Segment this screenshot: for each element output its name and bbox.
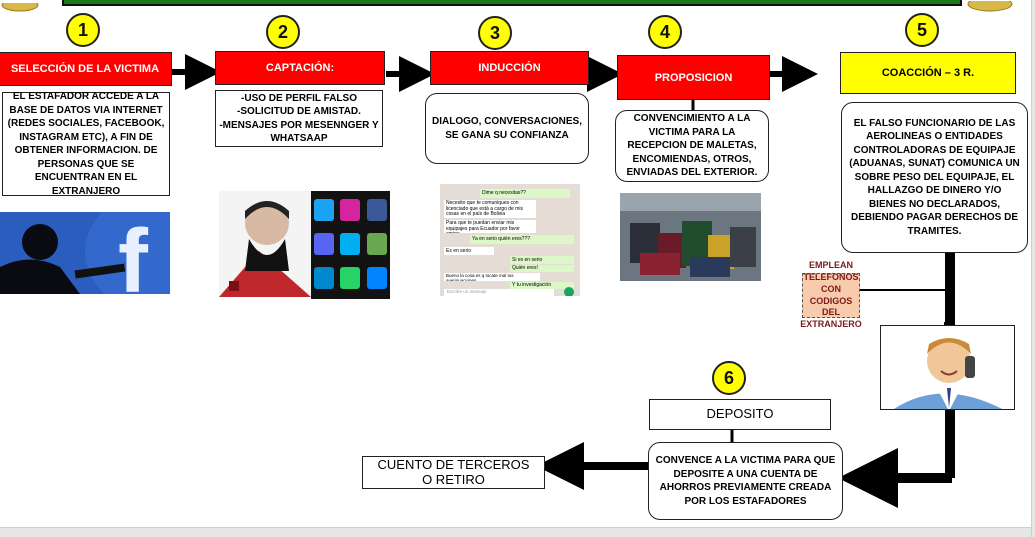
step-3-title: INDUCCIÓN (430, 51, 589, 85)
final-box-third-party-account: CUENTO DE TERCEROS O RETIRO (362, 456, 545, 489)
chat-msg: Es en serio (444, 247, 494, 255)
telegram-icon (314, 267, 334, 289)
step-2-line-2: -SOLICITUD DE AMISTAD. (237, 106, 361, 117)
step-5-image-phone-man (880, 325, 1015, 410)
step-5-description: EL FALSO FUNCIONARIO DE LAS AEROLINEAS O… (841, 102, 1028, 253)
chat-msg: Necesito que te comuniques con licenciad… (444, 200, 536, 218)
step-2-image-social-apps (311, 191, 390, 299)
chat-input: Escribe un mensaje (444, 289, 554, 296)
crest-emblem-left (0, 0, 40, 12)
chat-msg: Y tu investigación (510, 282, 574, 289)
step-4-image-luggage (620, 193, 761, 281)
skype-icon (340, 233, 360, 255)
header-bar (62, 0, 962, 6)
step-3-number: 3 (478, 16, 512, 50)
step-5-number: 5 (905, 13, 939, 47)
step-1-image-facebook: f (0, 212, 170, 294)
step-2-image-hacker (219, 191, 311, 297)
step-4-title: PROPOSICION (617, 55, 770, 100)
step-2-title: CAPTACIÓN: (215, 51, 385, 85)
whatsapp-icon (340, 267, 360, 289)
chat-msg: Si es en serio (510, 256, 574, 264)
step-6-number: 6 (712, 361, 746, 395)
chat-msg: Bueno la cosa es q tocate mal tus averig… (444, 273, 540, 281)
step-2-number: 2 (266, 15, 300, 49)
step-5-title: COACCIÓN – 3 R. (840, 52, 1016, 94)
chat-msg: Dime q necesitas?? (480, 189, 570, 198)
step-1-number: 1 (66, 13, 100, 47)
step-2-description: -USO DE PERFIL FALSO -SOLICITUD DE AMIST… (215, 90, 383, 147)
chat-msg: Para que te puedan enviar mis equipajes … (444, 220, 536, 233)
step-4-number: 4 (648, 15, 682, 49)
step-2-line-1: -USO DE PERFIL FALSO (241, 92, 357, 104)
facebook-icon (367, 199, 387, 221)
step-1-title: SELECCIÓN DE LA VICTIMA (0, 52, 172, 86)
chat-msg: Ya en serio quién eres??? (470, 235, 574, 244)
step-6-title: DEPOSITO (649, 399, 831, 430)
step-6-description: CONVENCE A LA VICTIMA PARA QUE DEPOSITE … (648, 442, 843, 520)
crest-emblem-right (965, 0, 1015, 12)
instagram-icon (340, 199, 360, 221)
note-foreign-phones: EMPLEAN TELEFONOS CON CODIGOS DEL EXTRAN… (800, 260, 862, 329)
chat-msg: Quién eres! (510, 265, 574, 272)
discord-icon (314, 233, 334, 255)
twitter-icon (314, 199, 334, 221)
step-1-description: EL ESTAFADOR ACCEDE A LA BASE DE DATOS V… (2, 91, 170, 197)
send-icon (564, 287, 574, 296)
line-icon (367, 233, 387, 255)
messenger-icon (367, 267, 387, 289)
step-3-description: DIALOGO, CONVERSACIONES, SE GANA SU CONF… (425, 93, 589, 164)
step-4-description: CONVENCIMIENTO A LA VICTIMA PARA LA RECE… (615, 110, 769, 182)
page-bottom-border (0, 527, 1035, 537)
step-3-image-chat: Dime q necesitas?? Necesito que te comun… (440, 184, 580, 296)
page-right-border (1031, 0, 1035, 537)
svg-text:f: f (118, 212, 149, 294)
step-2-line-3: -MENSAJES POR MESENNGER Y WHATSAAP (219, 119, 379, 145)
